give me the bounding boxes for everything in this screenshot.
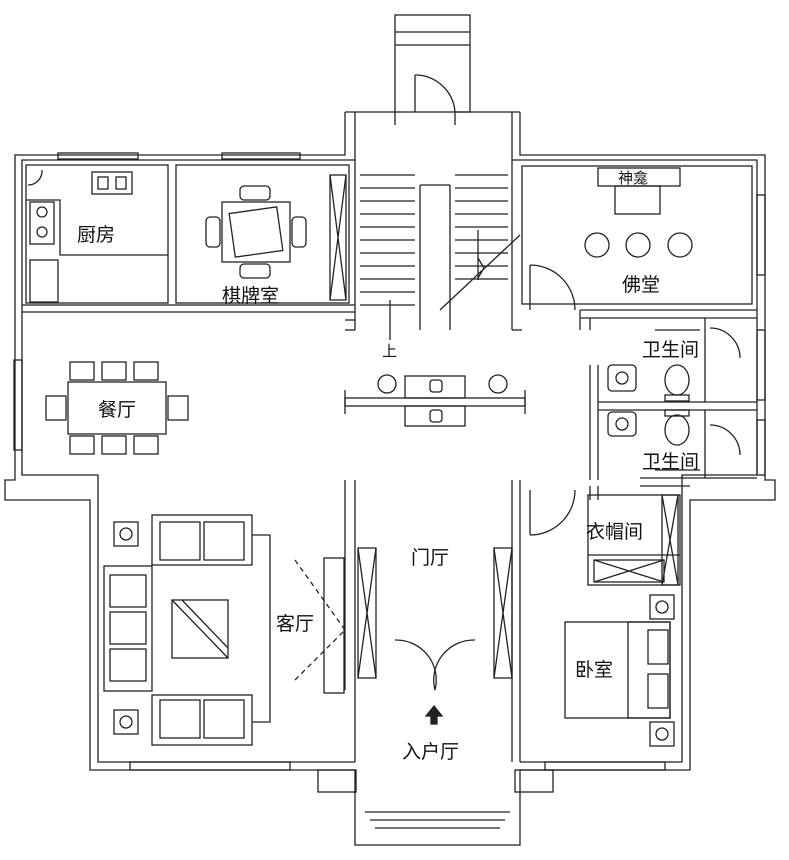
chess-table: [205, 185, 307, 279]
dining-table: [45, 361, 189, 455]
room-label-shrine: 神龛: [618, 169, 648, 187]
living-room-furniture: [103, 514, 271, 746]
kitchen-fixtures: [26, 169, 168, 303]
room-label-dining: 餐厅: [98, 399, 136, 421]
room-label-buddha-hall: 佛堂: [622, 274, 660, 296]
room-label-foyer: 门厅: [411, 547, 449, 569]
cabinets: [323, 174, 679, 694]
room-label-bathroom-2: 卫生间: [642, 451, 699, 473]
staircase: [360, 174, 521, 340]
room-label-cloakroom: 衣帽间: [586, 521, 643, 543]
room-label-chess-room: 棋牌室: [222, 285, 279, 307]
entry-arrow-icon: [424, 704, 444, 725]
bedroom-furniture: [564, 594, 675, 747]
room-label-living-room: 客厅: [276, 613, 314, 635]
room-label-kitchen: 厨房: [77, 224, 115, 246]
windows: [13, 152, 766, 771]
central-console: [344, 374, 526, 427]
bathroom-fixtures: [607, 329, 700, 471]
interior-walls: [22, 160, 757, 846]
stairs-up-label: 上: [382, 342, 397, 360]
doors: [294, 264, 741, 691]
shrine-fixtures: [584, 167, 693, 258]
room-label-bathroom-1: 卫生间: [642, 339, 699, 361]
room-label-entry-hall: 入户厅: [402, 741, 459, 763]
room-label-bedroom: 卧室: [575, 659, 613, 681]
